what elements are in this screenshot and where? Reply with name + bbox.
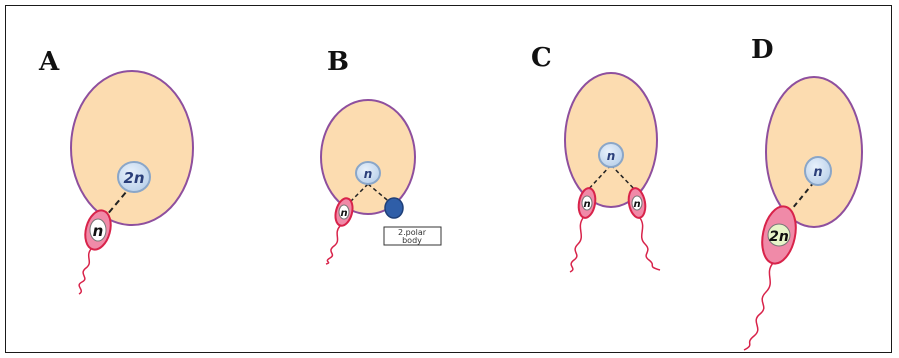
panel-a-letter: A [38, 47, 60, 77]
sperm-nucleus-label: n [93, 222, 104, 240]
egg-nucleus-label: 2n [123, 169, 144, 187]
polar-body-note-line2: body [402, 236, 422, 245]
sperm-nucleus-label-right: n [633, 199, 640, 210]
panel-d-letter: D [751, 35, 774, 65]
sperm-tail [79, 248, 92, 294]
egg-nucleus-label: n [813, 165, 822, 180]
sperm-nucleus-label: n [340, 208, 347, 219]
panel-a: A 2n n [38, 47, 193, 294]
polar-body [385, 198, 403, 218]
egg-nucleus-label: n [607, 149, 616, 163]
sperm-tail [744, 263, 773, 350]
panel-d: D n 2n [744, 35, 862, 350]
sperm-tail-right [640, 218, 660, 270]
sperm-tail-left [570, 218, 583, 272]
egg-cell [321, 100, 415, 214]
sperm-nucleus-label-left: n [583, 199, 590, 210]
panel-c-letter: C [531, 43, 552, 73]
egg-cell [71, 71, 193, 225]
panel-b-letter: B [327, 47, 349, 77]
egg-cell [766, 77, 862, 227]
sperm-tail [326, 226, 340, 264]
sperm-nucleus-label: 2n [769, 229, 789, 245]
egg-cell [565, 73, 657, 207]
egg-nucleus-label: n [364, 167, 373, 181]
panel-c: C n n n [531, 43, 660, 272]
panel-b: B n n 2.polar body [321, 47, 441, 264]
